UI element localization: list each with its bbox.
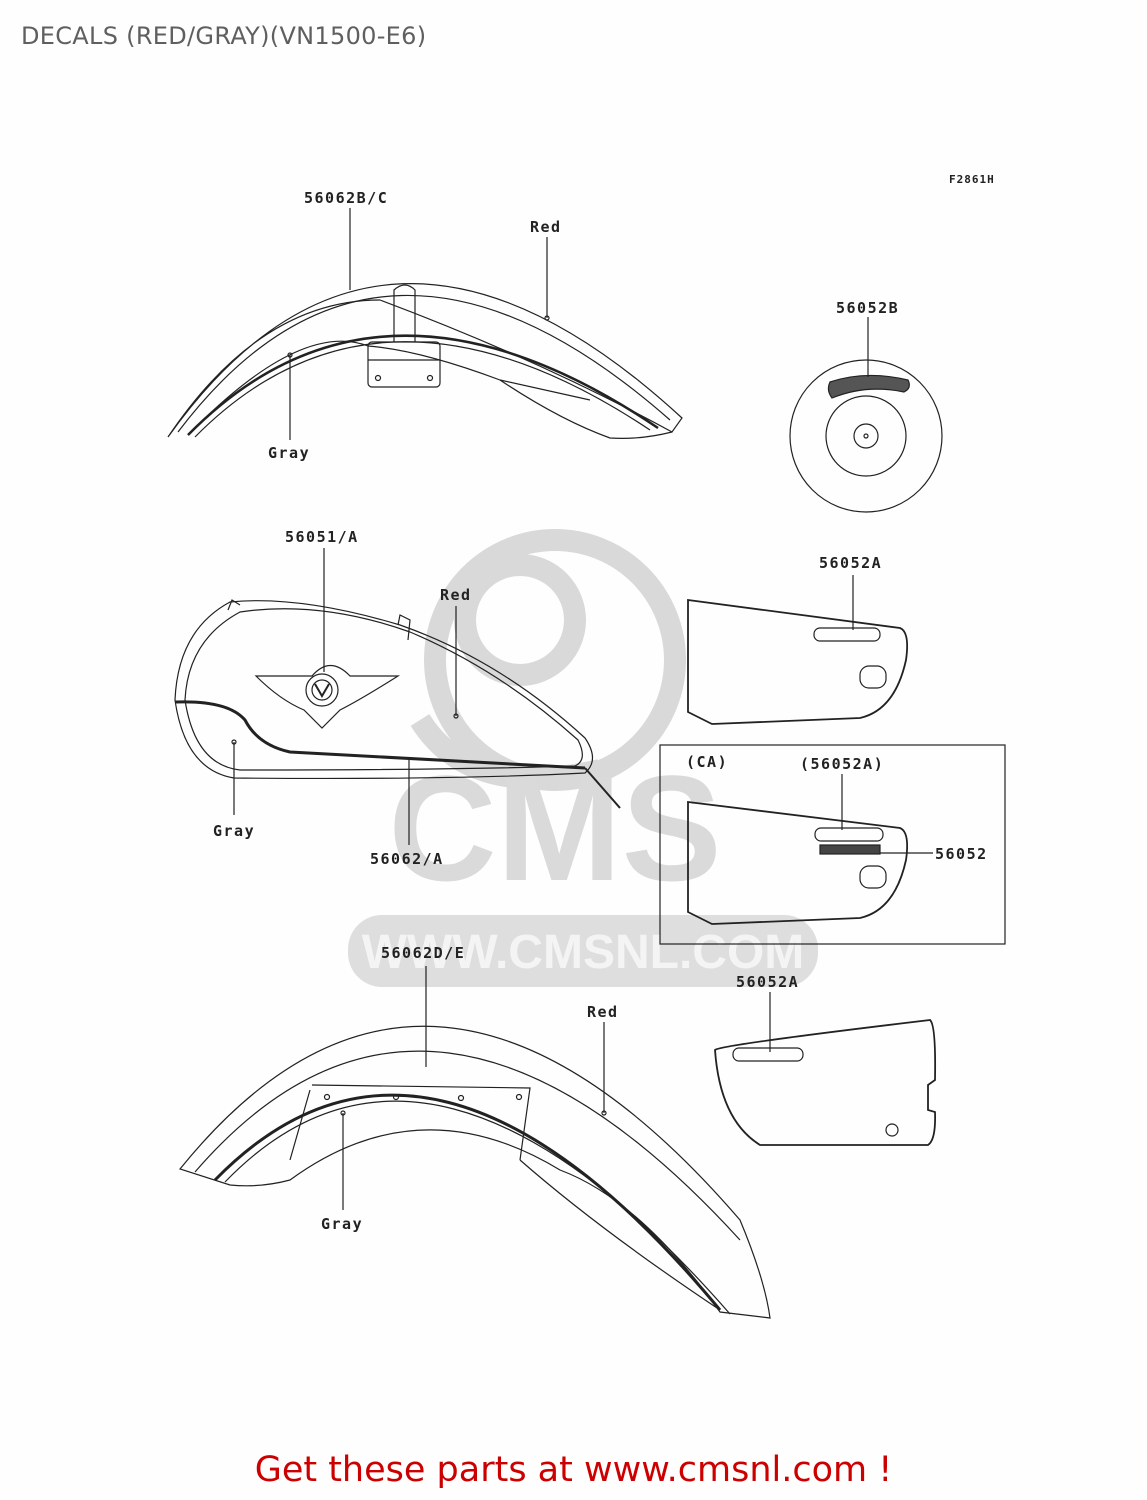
callout-56052: 56052	[935, 845, 988, 863]
callout-fuel-tank-red: Red	[440, 586, 472, 604]
figure-code: F2861H	[949, 173, 995, 186]
ca-box-drawing	[659, 744, 1006, 945]
callout-56062de: 56062D/E	[381, 944, 466, 962]
callout-rear-fender-red: Red	[587, 1003, 619, 1021]
footer-promo-link[interactable]: Get these parts at www.cmsnl.com !	[254, 1450, 893, 1490]
callout-56051a: 56051/A	[285, 528, 359, 546]
ca-region-label: (CA)	[686, 753, 729, 771]
callout-56052a-ca: (56052A)	[800, 755, 885, 773]
callout-56062bc: 56062B/C	[304, 189, 389, 207]
side-cover-lower-drawing	[714, 992, 937, 1146]
page-title: DECALS (RED/GRAY)(VN1500-E6)	[21, 22, 427, 50]
watermark-url: WWW.CMSNL.COM	[362, 926, 805, 979]
callout-56062a: 56062/A	[370, 850, 444, 868]
watermark-logo: CMS	[388, 744, 721, 912]
callout-56052b: 56052B	[836, 299, 900, 317]
rear-fender-drawing	[178, 966, 771, 1319]
fuel-tank-drawing	[174, 548, 621, 845]
air-cleaner-drawing	[789, 317, 943, 513]
callout-front-fender-red: Red	[530, 218, 562, 236]
side-cover-upper-drawing	[687, 575, 909, 725]
callout-56052a-lower: 56052A	[736, 973, 800, 991]
callout-front-fender-gray: Gray	[268, 444, 311, 462]
callout-fuel-tank-gray: Gray	[213, 822, 256, 840]
callout-rear-fender-gray: Gray	[321, 1215, 364, 1233]
front-fender-drawing	[167, 208, 683, 440]
callout-56052a-upper: 56052A	[819, 554, 883, 572]
